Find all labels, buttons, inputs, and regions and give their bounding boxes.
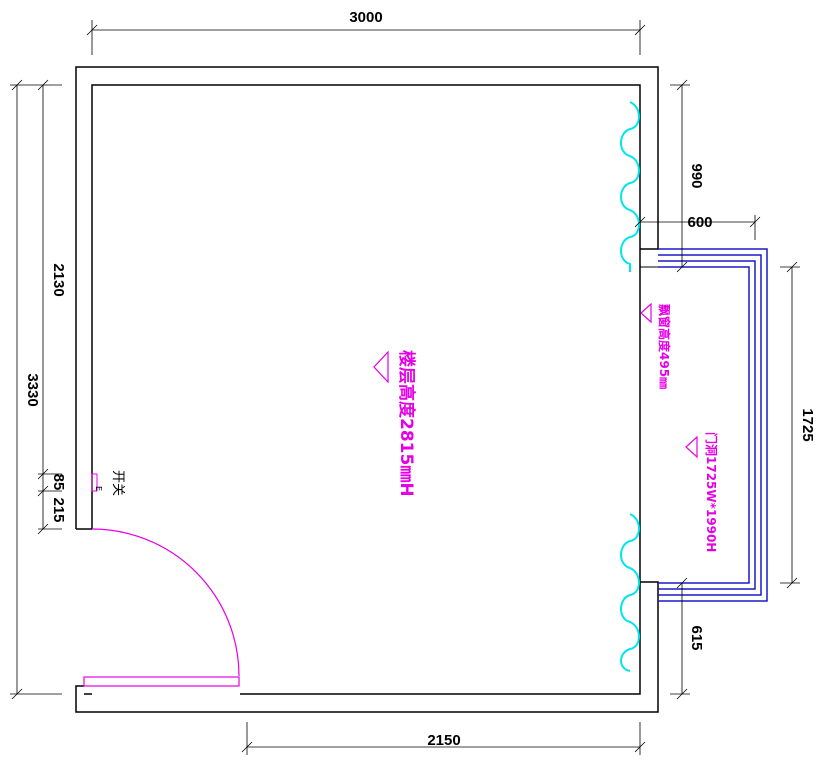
door-swing-arc <box>91 528 240 677</box>
annotations: 楼层高度2815㎜H 飘窗高度495㎜ 门洞1725W*1990H <box>373 302 719 552</box>
dim-left-small-tick-m <box>37 485 49 497</box>
dimension-lines <box>10 20 800 755</box>
opening-marker-icon <box>685 435 698 459</box>
dim-bottom-width: 2150 <box>427 732 460 749</box>
curtain-lower <box>620 513 640 672</box>
dim-left-upper-tick-t <box>37 79 49 91</box>
dim-right-bay: 1725 <box>799 408 816 441</box>
dim-right-top-tick-t <box>676 79 688 91</box>
dim-top-width: 3000 <box>349 9 382 26</box>
bay-window-line-3 <box>658 260 756 590</box>
curtains <box>620 101 640 672</box>
door-leaf <box>83 676 240 687</box>
outer-wall-lower <box>75 581 659 713</box>
dim-top-tick-r <box>634 24 646 36</box>
opening-label: 门洞1725W*1990H <box>704 432 719 552</box>
light-switch: E 开关 <box>91 470 125 496</box>
dim-left-total: 3330 <box>24 373 41 406</box>
bay-window-line-4 <box>658 266 750 584</box>
dim-left-upper: 2130 <box>50 263 67 296</box>
bay-height-marker-icon <box>640 302 652 324</box>
dim-bottom-tick-r <box>634 741 646 753</box>
dim-left-small-a: 85 <box>50 474 67 491</box>
dim-left-small-b: 215 <box>50 497 67 522</box>
curtain-upper <box>620 101 640 272</box>
dim-left-small-tick-b <box>37 523 49 535</box>
dim-right-top: 990 <box>688 163 705 188</box>
dimension-labels: 3000 2150 3330 2130 85 215 990 600 1725 … <box>24 9 816 749</box>
dim-right-bottom: 615 <box>688 625 705 650</box>
dim-bay-depth: 600 <box>687 214 712 231</box>
entry-door <box>83 528 240 687</box>
dim-left-total-tick-b <box>11 688 23 700</box>
bay-window <box>658 248 768 602</box>
inner-wall <box>91 84 641 695</box>
dim-right-bay-tick-t <box>786 261 798 273</box>
dim-bottom-tick-l <box>241 741 253 753</box>
floor-height-label: 楼层高度2815㎜H <box>396 350 417 497</box>
dim-right-bottom-tick-t <box>676 577 688 589</box>
dim-right-bottom-tick-b <box>676 688 688 700</box>
switch-label: 开关 <box>110 470 125 496</box>
bay-window-line-2 <box>658 254 762 596</box>
dim-top-tick-l <box>86 24 98 36</box>
bay-window-height-label: 飘窗高度495㎜ <box>657 304 672 389</box>
dim-bay-depth-tick-r <box>749 216 761 228</box>
walls <box>75 66 659 713</box>
dim-right-top-tick-b <box>676 261 688 273</box>
switch-box <box>91 473 98 492</box>
floor-height-marker-icon <box>373 350 389 384</box>
bay-window-line-1 <box>658 248 768 602</box>
dim-right-bay-tick-b <box>786 577 798 589</box>
switch-symbol: E <box>94 486 103 491</box>
dim-left-total-tick-t <box>11 79 23 91</box>
dim-bay-depth-tick-l <box>634 216 646 228</box>
outer-wall <box>75 66 659 529</box>
